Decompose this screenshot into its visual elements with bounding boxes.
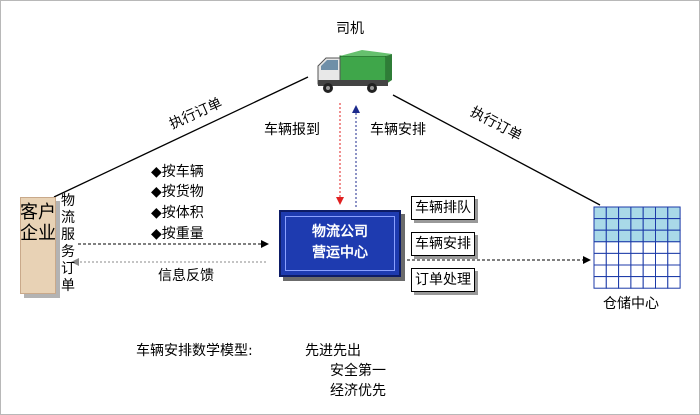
criteria-item: ◆按车辆 [151,164,204,180]
criteria-item: ◆按重量 [151,226,204,242]
driver-label: 司机 [336,21,364,37]
report-label: 车辆报到 [264,122,320,138]
exec-right-line [392,94,601,206]
order-label: 物流服务订单 [61,193,75,294]
customer-label: 客户企业 [20,202,56,244]
model-rule: 先进先出 [305,343,361,359]
customer-node [20,197,56,294]
operation-box: 订单处理 [411,268,475,292]
warehouse-label: 仓储中心 [603,296,659,312]
feedback-label: 信息反馈 [158,268,214,284]
truck-icon [317,50,392,93]
operation-box: 车辆安排 [411,232,475,256]
model-rule: 安全第一 [330,363,386,379]
operation-center-node [279,210,401,277]
operation-box: 车辆排队 [411,196,475,220]
center-label-line2: 营运中心 [312,245,368,261]
exec-left-line [53,76,309,198]
model-title: 车辆安排数学模型: [136,343,253,359]
model-rule: 经济优先 [330,383,386,399]
center-label-line1: 物流公司 [312,224,368,240]
criteria-item: ◆按货物 [151,184,204,200]
warehouse-grid-icon [593,206,681,289]
criteria-item: ◆按体积 [151,205,204,221]
arrange-label: 车辆安排 [370,122,426,138]
